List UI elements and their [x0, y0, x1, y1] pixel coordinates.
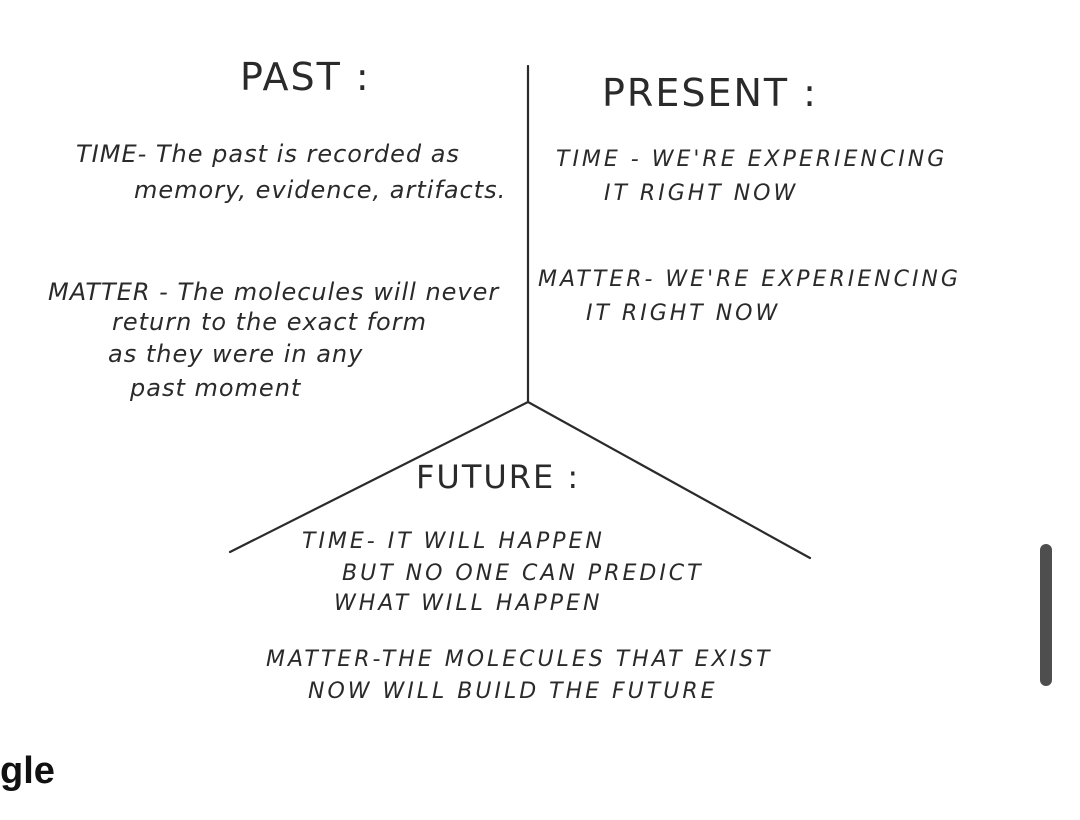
- future-time-line-2: BUT NO ONE CAN PREDICT: [342, 561, 704, 586]
- past-time-line-1: TIME- The past is recorded as: [76, 140, 460, 168]
- future-title: FUTURE :: [416, 458, 580, 496]
- present-time-line-1: TIME - WE'RE EXPERIENCING: [556, 147, 947, 172]
- past-matter-line-4: past moment: [129, 374, 302, 402]
- present-title: PRESENT :: [602, 71, 818, 115]
- future-time-line-3: WHAT WILL HAPPEN: [334, 591, 602, 616]
- present-matter-line-1: MATTER- WE'RE EXPERIENCING: [538, 267, 961, 292]
- future-matter-line-1: MATTER-THE MOLECULES THAT EXIST: [266, 647, 772, 672]
- past-matter-line-3: as they were in any: [108, 340, 363, 368]
- past-title: PAST :: [240, 55, 371, 99]
- future-time-line-1: TIME- IT WILL HAPPEN: [302, 529, 605, 554]
- divider-left-line: [228, 400, 530, 554]
- vertical-scrollbar-thumb[interactable]: [1040, 544, 1052, 686]
- past-time-line-2: memory, evidence, artifacts.: [134, 176, 506, 204]
- divider-right-line: [526, 400, 812, 560]
- present-matter-line-2: IT RIGHT NOW: [586, 301, 780, 326]
- present-time-line-2: IT RIGHT NOW: [604, 181, 798, 206]
- past-matter-line-2: return to the exact form: [112, 308, 427, 336]
- future-matter-line-2: NOW WILL BUILD THE FUTURE: [308, 679, 718, 704]
- partial-page-heading: gle: [0, 750, 55, 792]
- past-matter-line-1: MATTER - The molecules will never: [48, 278, 500, 306]
